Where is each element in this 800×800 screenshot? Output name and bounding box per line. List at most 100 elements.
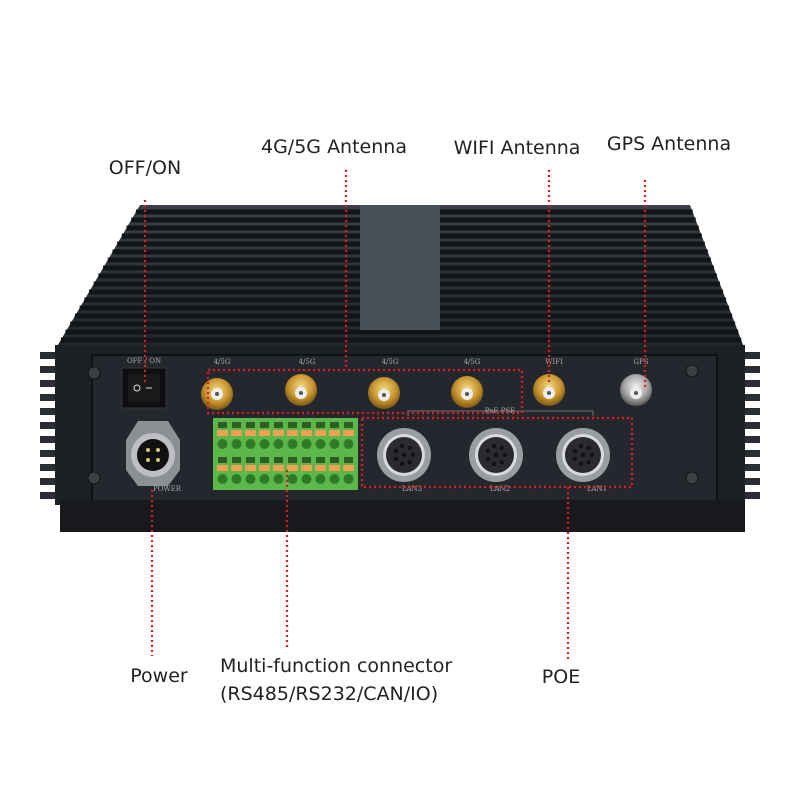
side-fin: [40, 394, 62, 401]
lan1-label: LAN1: [587, 485, 607, 493]
terminal-lever: [259, 465, 270, 471]
antenna-wifi: [533, 374, 565, 406]
lan-pin: [578, 461, 584, 466]
terminal-release-slot: [260, 457, 269, 463]
terminal-release-slot: [246, 457, 255, 463]
terminal-release-slot: [288, 457, 297, 463]
terminal-release-slot: [330, 422, 339, 428]
terminal-lever: [301, 430, 312, 436]
power-connector: [126, 421, 180, 486]
lan-pin: [580, 452, 586, 458]
terminal-lever: [231, 430, 242, 436]
terminal-lever: [245, 465, 256, 471]
terminal-release-slot: [316, 457, 325, 463]
terminal-release-slot: [330, 457, 339, 463]
terminal-hole: [287, 439, 298, 449]
terminal-lever: [301, 465, 312, 471]
side-fins: [40, 352, 760, 499]
side-fin: [40, 380, 62, 387]
lan-pin: [589, 452, 595, 458]
lan-pin: [491, 444, 497, 449]
terminal-release-slot: [316, 422, 325, 428]
screws: [87, 364, 699, 485]
antenna-gps: [620, 374, 652, 406]
terminal-hole: [231, 474, 242, 484]
terminal-release-slot: [274, 457, 283, 463]
antenna-4g5g-4: [451, 376, 483, 408]
terminal-hole: [231, 439, 242, 449]
terminal-hole: [273, 439, 284, 449]
lan-pin: [393, 456, 399, 462]
power-switch[interactable]: [121, 367, 167, 409]
terminal-lever: [259, 430, 270, 436]
side-fin: [40, 436, 62, 443]
side-fin: [738, 408, 760, 415]
gps-antenna-callout: GPS Antenna: [607, 133, 731, 155]
lan-pin: [499, 459, 504, 465]
terminal-lever: [329, 430, 340, 436]
terminal-release-slot: [302, 422, 311, 428]
terminal-hole: [259, 439, 270, 449]
lan-pin: [401, 452, 407, 458]
side-fin: [738, 394, 760, 401]
lan-pin: [407, 459, 412, 465]
terminal-release-slot: [274, 422, 283, 428]
terminal-hole: [259, 474, 270, 484]
side-fin: [40, 450, 62, 457]
ant4-label: 4/5G: [464, 358, 481, 366]
side-fin: [40, 352, 62, 359]
terminal-release-slot: [232, 457, 241, 463]
wifi-antenna-callout: WIFI Antenna: [454, 137, 581, 159]
side-fin: [40, 422, 62, 429]
side-fin: [40, 408, 62, 415]
lan-pin: [586, 459, 591, 465]
terminal-hole: [315, 439, 326, 449]
lan-connectors: [377, 428, 610, 482]
terminal-hole: [245, 439, 256, 449]
terminal-release-slot: [344, 422, 353, 428]
lan-pin: [485, 456, 491, 462]
terminal-hole: [217, 474, 228, 484]
lan-pin: [499, 445, 504, 451]
terminal-hole: [315, 474, 326, 484]
side-fin: [40, 464, 62, 471]
heatsink: [55, 205, 745, 351]
power-label: POWER: [153, 485, 182, 493]
side-fin: [40, 492, 62, 499]
terminal-hole: [329, 474, 340, 484]
lan-pin: [572, 456, 578, 462]
side-fin: [738, 492, 760, 499]
ant3-label: 4/5G: [382, 358, 399, 366]
terminal-lever: [329, 465, 340, 471]
poe-pse-label: PoE PSE: [485, 407, 516, 415]
terminal-lever: [231, 465, 242, 471]
terminal-hole: [245, 474, 256, 484]
side-fin: [738, 422, 760, 429]
terminal-release-slot: [246, 422, 255, 428]
power-callout: Power: [130, 665, 188, 687]
ant1-label: 4/5G: [214, 358, 231, 366]
terminal-lever: [245, 430, 256, 436]
side-fin: [40, 366, 62, 373]
side-fin: [738, 380, 760, 387]
terminal-release-slot: [218, 457, 227, 463]
terminal-lever: [315, 430, 326, 436]
lan-pin: [407, 445, 412, 451]
terminal-lever: [287, 465, 298, 471]
lan-pin: [410, 452, 416, 458]
terminal-release-slot: [218, 422, 227, 428]
side-fin: [738, 436, 760, 443]
lan-pin: [485, 448, 491, 454]
terminal-lever: [287, 430, 298, 436]
terminal-hole: [287, 474, 298, 484]
lan-pin: [491, 461, 497, 466]
terminal-hole: [343, 439, 354, 449]
terminal-hole: [301, 439, 312, 449]
lan-pin: [502, 452, 508, 458]
terminal-release-slot: [302, 457, 311, 463]
lan-pin: [572, 448, 578, 454]
terminal-lever: [273, 465, 284, 471]
side-fin: [40, 478, 62, 485]
